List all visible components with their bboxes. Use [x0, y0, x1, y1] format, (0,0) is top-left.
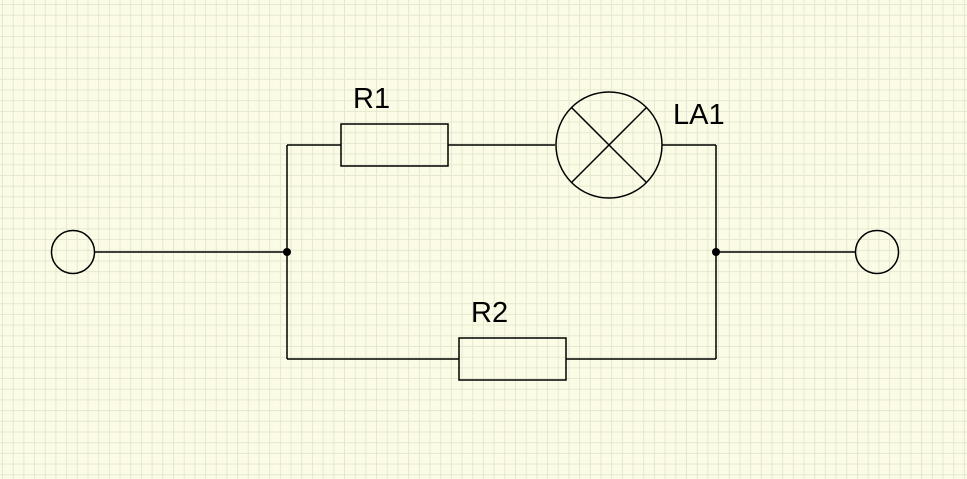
- lamp-la1[interactable]: [555, 91, 663, 199]
- output-terminal[interactable]: [854, 229, 900, 275]
- resistor-r2-label: R2: [471, 297, 508, 329]
- resistor-r1-label: R1: [353, 83, 390, 115]
- resistor-r2[interactable]: [458, 337, 567, 381]
- junction-right: [712, 248, 720, 256]
- lamp-la1-body: [555, 91, 663, 199]
- lamp-la1-label: LA1: [673, 99, 725, 131]
- lamp-la1-cross-b: [570, 106, 648, 184]
- input-terminal[interactable]: [50, 229, 96, 275]
- junction-left: [283, 248, 291, 256]
- resistor-r1[interactable]: [340, 123, 449, 167]
